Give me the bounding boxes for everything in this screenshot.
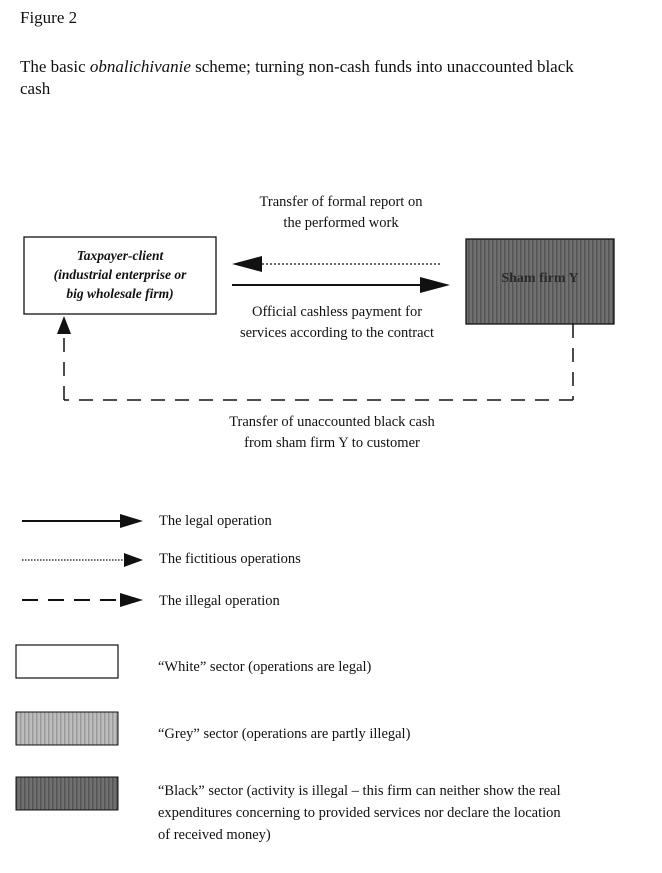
title-suffix: scheme; turning non-cash funds into unac… <box>20 57 574 98</box>
legend-white-swatch <box>15 644 119 679</box>
legend-black-swatch <box>15 776 119 811</box>
cash-label-line2: from sham firm Y to customer <box>244 435 420 451</box>
client-box-label: Taxpayer-client (industrial enterprise o… <box>24 246 216 303</box>
legend-black-line3: of received money) <box>158 827 271 843</box>
client-name: Taxpayer-client <box>76 248 164 263</box>
legend-black-line1: “Black” sector (activity is illegal – th… <box>158 783 561 799</box>
payment-arrow-head <box>420 277 450 293</box>
figure-label: Figure 2 <box>20 8 78 27</box>
report-label: Transfer of formal report on the perform… <box>200 192 482 234</box>
title-prefix: The basic <box>20 57 90 76</box>
payment-label: Official cashless payment for services a… <box>196 302 478 344</box>
client-box <box>23 236 217 315</box>
report-label-line1: Transfer of formal report on <box>259 194 423 210</box>
legend-fictitious-arrow <box>124 553 143 567</box>
legend-grey-swatch <box>15 711 119 746</box>
title-emphasis: obnalichivanie <box>89 57 191 76</box>
client-desc-2: big wholesale firm) <box>66 286 174 301</box>
legend-black-line2: expenditures concerning to provided serv… <box>158 805 561 821</box>
legend-legal-arrow <box>120 514 143 528</box>
cash-arrow-head <box>57 316 71 334</box>
figure-title: The basic obnalichivanie scheme; turning… <box>20 56 580 100</box>
payment-label-line2: services according to the contract <box>239 325 435 341</box>
legend-white-label: “White” sector (operations are legal) <box>158 659 372 675</box>
report-label-line2: the performed work <box>283 215 399 231</box>
legend-fictitious-label: The fictitious operations <box>159 551 301 567</box>
legend-grey-label: “Grey” sector (operations are partly ill… <box>158 726 411 742</box>
cash-label: Transfer of unaccounted black cash from … <box>180 412 484 454</box>
legend-legal-label: The legal operation <box>159 513 272 529</box>
sham-firm-box <box>465 238 615 325</box>
cash-label-line1: Transfer of unaccounted black cash <box>229 414 435 430</box>
client-desc-1: (industrial enterprise or <box>53 267 187 282</box>
legend-black-label: “Black” sector (activity is illegal – th… <box>158 780 638 846</box>
legend-illegal-arrow <box>120 593 143 607</box>
sham-firm-label: Sham firm Y <box>501 271 579 286</box>
legend-illegal-label: The illegal operation <box>159 593 280 609</box>
report-arrow-head <box>232 256 262 272</box>
payment-label-line1: Official cashless payment for <box>251 304 423 320</box>
